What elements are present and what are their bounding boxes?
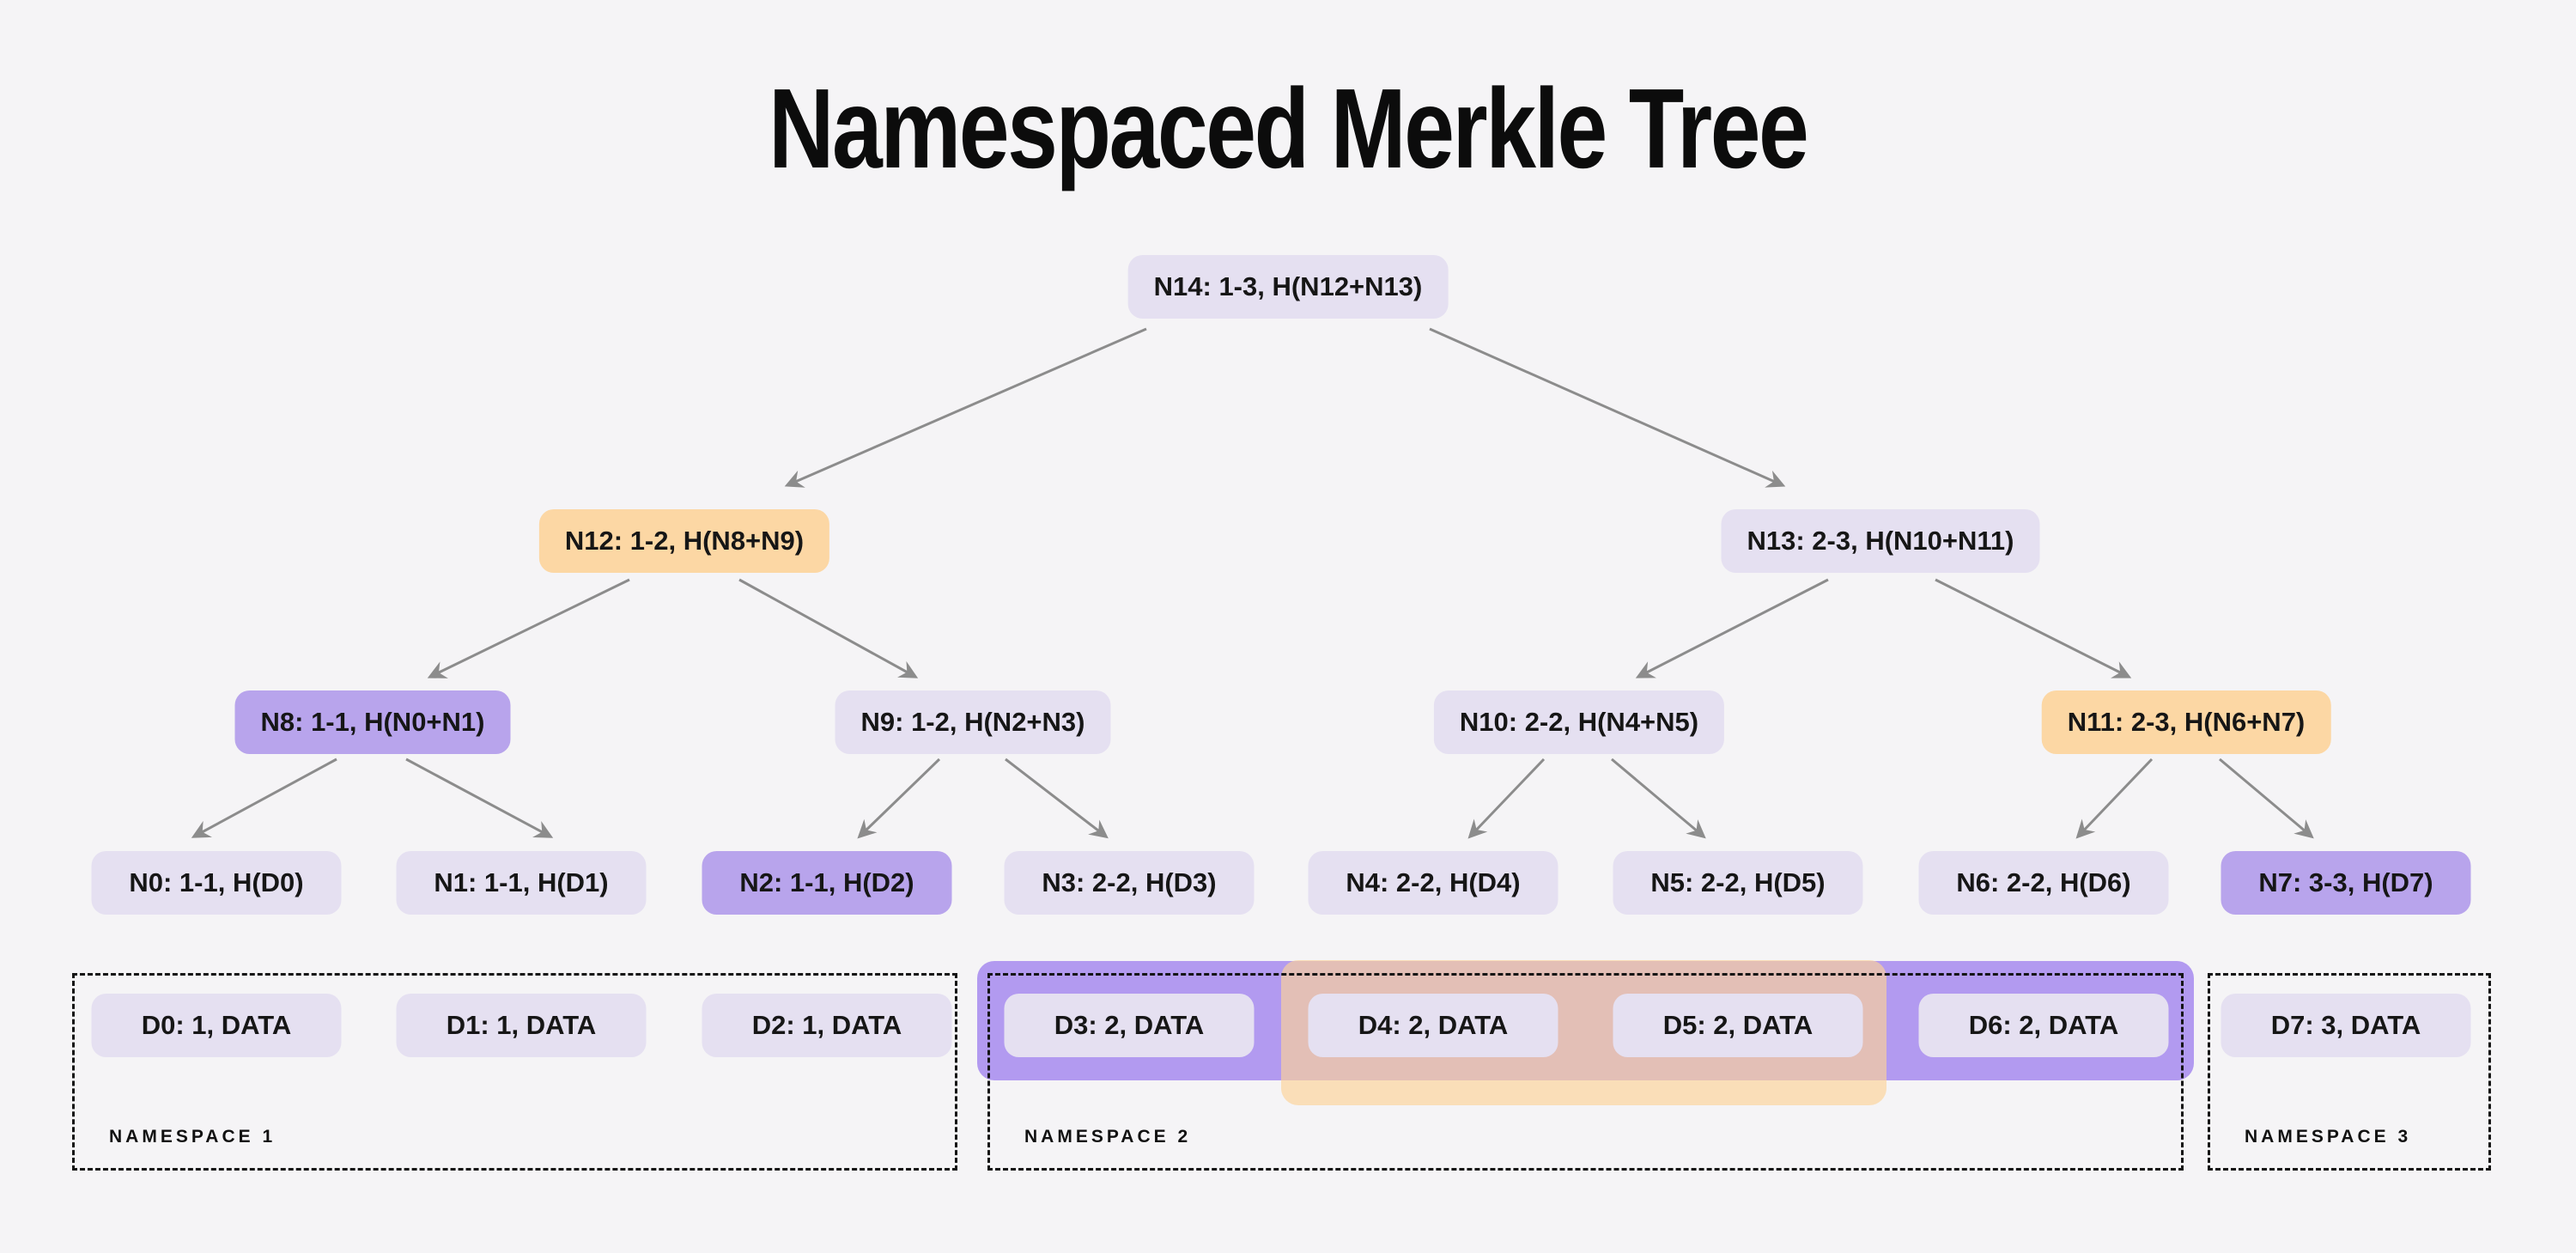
- tree-node-n3: N3: 2-2, H(D3): [1004, 851, 1255, 915]
- page-title: Namespaced Merkle Tree: [769, 65, 1809, 192]
- edge-n8-n1: [405, 757, 554, 838]
- data-node-d5: D5: 2, DATA: [1613, 994, 1863, 1057]
- edge-n10-n5: [1611, 757, 1706, 839]
- edge-n10-n4: [1467, 757, 1546, 839]
- edge-n9-n3: [1005, 757, 1109, 839]
- tree-node-n10: N10: 2-2, H(N4+N5): [1433, 690, 1725, 754]
- data-node-d3: D3: 2, DATA: [1004, 994, 1255, 1057]
- edge-n12-n9: [738, 578, 919, 678]
- namespace-1-box: NAMESPACE 1: [72, 973, 957, 1171]
- data-node-d0: D0: 1, DATA: [91, 994, 342, 1057]
- namespace-3-box: NAMESPACE 3: [2208, 973, 2491, 1171]
- tree-node-n14: N14: 1-3, H(N12+N13): [1127, 255, 1449, 319]
- tree-node-n1: N1: 1-1, H(D1): [396, 851, 647, 915]
- edge-n11-n7: [2219, 757, 2314, 839]
- edge-n13-n11: [1935, 578, 2132, 678]
- data-node-d7: D7: 3, DATA: [2221, 994, 2471, 1057]
- edge-n8-n0: [191, 757, 337, 838]
- tree-node-n11: N11: 2-3, H(N6+N7): [2041, 690, 2331, 754]
- edge-n13-n10: [1635, 578, 1829, 678]
- tree-node-n2: N2: 1-1, H(D2): [702, 851, 952, 915]
- tree-node-n8: N8: 1-1, H(N0+N1): [234, 690, 511, 754]
- data-node-d1: D1: 1, DATA: [396, 994, 647, 1057]
- data-node-d4: D4: 2, DATA: [1308, 994, 1558, 1057]
- namespace-2-label: NAMESPACE 2: [1024, 1127, 1192, 1147]
- tree-node-n9: N9: 1-2, H(N2+N3): [835, 690, 1111, 754]
- tree-node-n5: N5: 2-2, H(D5): [1613, 851, 1863, 915]
- data-node-d2: D2: 1, DATA: [702, 994, 952, 1057]
- data-node-d6: D6: 2, DATA: [1918, 994, 2169, 1057]
- tree-node-n0: N0: 1-1, H(D0): [91, 851, 342, 915]
- tree-node-n6: N6: 2-2, H(D6): [1918, 851, 2169, 915]
- tree-node-n7: N7: 3-3, H(D7): [2221, 851, 2471, 915]
- edge-n14-n13: [1429, 327, 1786, 488]
- edge-n11-n6: [2075, 757, 2154, 839]
- page-title-wrap: Namespaced Merkle Tree: [0, 72, 2576, 186]
- tree-node-n13: N13: 2-3, H(N10+N11): [1721, 509, 2040, 573]
- edge-n14-n12: [784, 327, 1147, 488]
- namespace-1-label: NAMESPACE 1: [109, 1127, 276, 1147]
- tree-node-n4: N4: 2-2, H(D4): [1308, 851, 1558, 915]
- edge-n12-n8: [427, 578, 630, 678]
- tree-node-n12: N12: 1-2, H(N8+N9): [538, 509, 830, 573]
- namespace-2-box: NAMESPACE 2: [987, 973, 2184, 1171]
- edge-n9-n2: [857, 757, 941, 839]
- namespace-3-label: NAMESPACE 3: [2245, 1127, 2412, 1147]
